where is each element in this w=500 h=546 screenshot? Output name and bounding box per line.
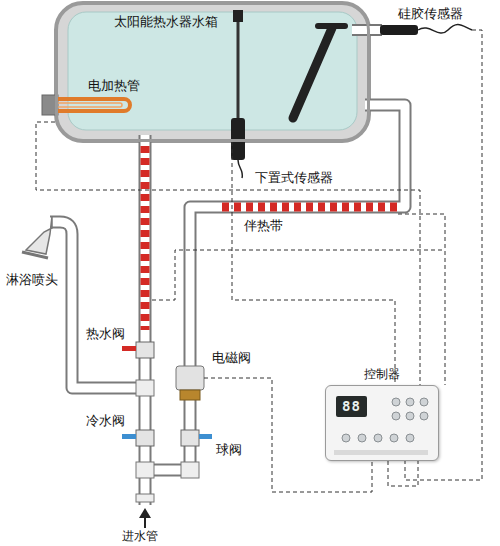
part-label: 进水管 [122, 529, 158, 543]
controller-button [392, 412, 400, 420]
controller-wire [388, 461, 418, 486]
controller-button [358, 434, 366, 442]
valve-handle [199, 434, 212, 439]
water-tank [55, 2, 370, 142]
controller-display: 88 [336, 396, 367, 417]
water-tank-box: 太阳能热水器水箱 [55, 2, 370, 142]
sensor-cable [418, 25, 472, 34]
controller-title: 控制器 [326, 367, 438, 381]
heater-tube [58, 99, 130, 111]
sensor-body [231, 118, 245, 160]
part-label: 下置式传感器 [255, 170, 333, 186]
tank-insulation [55, 2, 370, 142]
valve-body [136, 342, 154, 358]
part-label: 球阀 [216, 442, 242, 458]
sensor-wire [232, 142, 395, 385]
solenoid-wire [204, 378, 372, 492]
arrow-head [139, 508, 151, 518]
pipe-heat-tape-wire [152, 250, 445, 300]
controller-button [420, 398, 428, 406]
valve-body [181, 430, 199, 446]
controller-button [392, 398, 400, 406]
sensor-wire [36, 122, 420, 385]
sensor-body [380, 25, 418, 35]
sensor-cable [238, 160, 242, 178]
part-label: 电磁阀 [212, 350, 251, 366]
valve-handle [122, 434, 136, 439]
controller-button [406, 398, 414, 406]
tee-fitting [136, 462, 154, 478]
part-label: 硅胶传感器 [398, 6, 463, 22]
silicone-sensor [352, 25, 472, 35]
heater-tube-inner [58, 103, 122, 107]
inlet-arrow [139, 508, 151, 528]
part-label: 热水阀 [86, 326, 125, 342]
controller-button [406, 434, 414, 442]
heat-tape [145, 146, 398, 330]
valve-brass-body [180, 390, 200, 400]
tee-fitting [136, 380, 154, 396]
controller-button [390, 434, 398, 442]
valve-body [136, 430, 154, 446]
controller-button [406, 412, 414, 420]
controller-button [342, 434, 350, 442]
controller-box: 控制器88 [325, 385, 439, 461]
arrow-stem [144, 517, 146, 528]
heat-tape-vertical [141, 146, 150, 330]
valve-handle [122, 346, 136, 351]
wires [152, 30, 482, 492]
heat-tape-horizontal [222, 203, 398, 212]
probe-cap [233, 10, 243, 22]
probe [237, 22, 240, 122]
pipe-fill [352, 26, 382, 34]
heat-tape-wire [398, 214, 445, 385]
bottom-sensor [231, 10, 245, 178]
fittings [136, 380, 199, 502]
controller-button [374, 434, 382, 442]
part-label: 淋浴喷头 [6, 272, 58, 288]
cold-water-valve [122, 430, 154, 446]
solenoid-coil [176, 366, 204, 390]
ball-valve [181, 430, 212, 446]
rod [293, 28, 332, 118]
shower-head-body [26, 216, 52, 254]
pipe-outline [352, 24, 382, 36]
pipe-coupling [136, 494, 154, 502]
shower-face [22, 252, 48, 258]
elbow-fitting [181, 462, 199, 478]
shower-head [22, 216, 52, 258]
immersion-rod [293, 26, 345, 118]
part-label: 伴热带 [244, 218, 283, 234]
tank-title: 太阳能热水器水箱 [114, 14, 218, 30]
part-label: 冷水阀 [86, 413, 125, 429]
part-label: 电加热管 [88, 78, 140, 94]
solenoid-valve [176, 366, 204, 400]
hot-water-valve [122, 342, 154, 358]
controller-button [420, 412, 428, 420]
controller-terminal-strip [334, 450, 428, 455]
